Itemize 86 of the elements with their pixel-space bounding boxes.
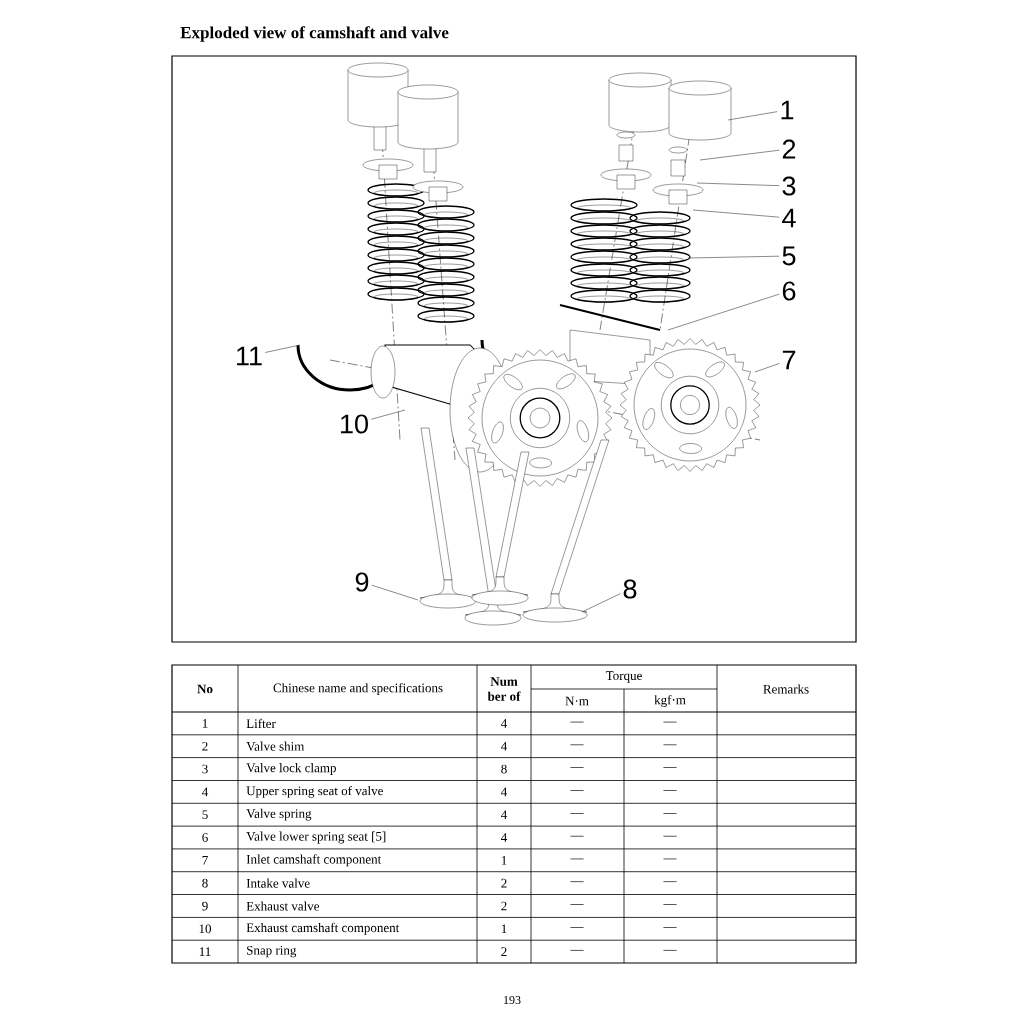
table-cell: Inlet camshaft component xyxy=(246,854,382,867)
leader-line xyxy=(264,344,301,353)
callout-number: 2 xyxy=(782,139,796,159)
leader-line xyxy=(581,593,621,613)
table-cell: Valve spring xyxy=(246,808,312,821)
table-header: Num ber of xyxy=(487,677,521,701)
leader-line xyxy=(727,111,778,121)
table-header: Remarks xyxy=(763,684,809,694)
table-cell: — xyxy=(570,927,584,928)
callout-number: 5 xyxy=(782,246,796,266)
table-cell: 6 xyxy=(202,833,208,842)
table-cell: 9 xyxy=(202,901,208,911)
callout-number: 1 xyxy=(781,100,794,120)
table-header: kgf·m xyxy=(654,695,686,707)
leader-line xyxy=(371,584,419,601)
leader-line xyxy=(754,363,780,373)
table-cell: — xyxy=(663,721,677,723)
table-cell: Valve lock clamp xyxy=(246,763,336,775)
page-number: 193 xyxy=(504,996,521,1005)
table-cell: 11 xyxy=(199,947,211,956)
table-cell: — xyxy=(663,904,677,905)
table-cell: — xyxy=(663,835,677,837)
table-cell: — xyxy=(570,790,584,791)
leader-line xyxy=(687,255,780,259)
table-cell: — xyxy=(570,744,584,746)
table-cell: — xyxy=(663,744,677,746)
table-cell: 1 xyxy=(501,856,507,865)
callout-number: 4 xyxy=(782,208,796,228)
leader-line xyxy=(667,293,780,331)
table-cell: 1 xyxy=(202,719,208,728)
table-cell: — xyxy=(663,949,677,951)
leader-line xyxy=(699,149,780,161)
table-cell: — xyxy=(663,881,677,883)
table-cell: 4 xyxy=(501,810,508,819)
leader-line xyxy=(370,409,406,420)
table-cell: 4 xyxy=(501,787,508,797)
callout-number: 9 xyxy=(355,572,369,592)
table-header: Chinese name and specifications xyxy=(273,683,443,695)
table-cell: — xyxy=(663,927,677,928)
table-cell: Lifter xyxy=(246,718,276,729)
table-cell: Intake valve xyxy=(246,878,310,888)
table-cell: Upper spring seat of valve xyxy=(246,785,383,798)
table-cell: 2 xyxy=(501,878,507,888)
table-cell: Exhaust camshaft component xyxy=(246,922,400,935)
title: Exploded view of camshaft and valve xyxy=(180,26,449,42)
table-header: No xyxy=(197,684,213,694)
table-cell: 8 xyxy=(501,764,507,774)
table-cell: — xyxy=(663,790,677,791)
table-cell: — xyxy=(663,767,677,768)
table-cell: 10 xyxy=(199,924,211,934)
table-cell: 3 xyxy=(202,764,208,774)
table-header: N·m xyxy=(565,696,589,706)
callout-number: 8 xyxy=(623,579,637,599)
table-cell: 4 xyxy=(501,719,508,728)
leader-line xyxy=(696,182,780,187)
callout-number: 11 xyxy=(237,346,262,366)
table-cell: Valve shim xyxy=(246,741,305,751)
leader-line xyxy=(692,209,780,218)
callout-number: 3 xyxy=(782,176,796,196)
callout-number: 10 xyxy=(341,414,368,434)
table-cell: 4 xyxy=(501,833,508,842)
table-cell: 2 xyxy=(501,947,507,956)
table-cell: — xyxy=(570,767,584,768)
table-cell: Snap ring xyxy=(247,945,297,958)
table-cell: — xyxy=(570,721,584,723)
table-cell: — xyxy=(570,904,584,905)
table-cell: — xyxy=(570,835,584,837)
table-cell: — xyxy=(663,858,677,860)
table-cell: 5 xyxy=(202,810,208,820)
table-cell: — xyxy=(570,813,584,814)
table-cell: 4 xyxy=(501,741,508,751)
table-cell: Valve lower spring seat [5] xyxy=(246,831,386,844)
table-cell: 7 xyxy=(202,856,208,865)
table-cell: — xyxy=(570,858,584,860)
table-cell: — xyxy=(663,813,677,814)
table-cell: — xyxy=(570,881,584,883)
table-cell: — xyxy=(570,949,584,951)
table-cell: 2 xyxy=(202,741,208,751)
table-cell: 4 xyxy=(202,787,209,797)
callout-number: 7 xyxy=(782,350,796,370)
table-cell: 2 xyxy=(501,901,507,911)
table-header: Torque xyxy=(605,671,642,683)
table-cell: Exhaust valve xyxy=(246,901,320,911)
table-cell: 8 xyxy=(202,878,208,888)
table-cell: 1 xyxy=(501,924,507,934)
callout-number: 6 xyxy=(782,281,796,301)
